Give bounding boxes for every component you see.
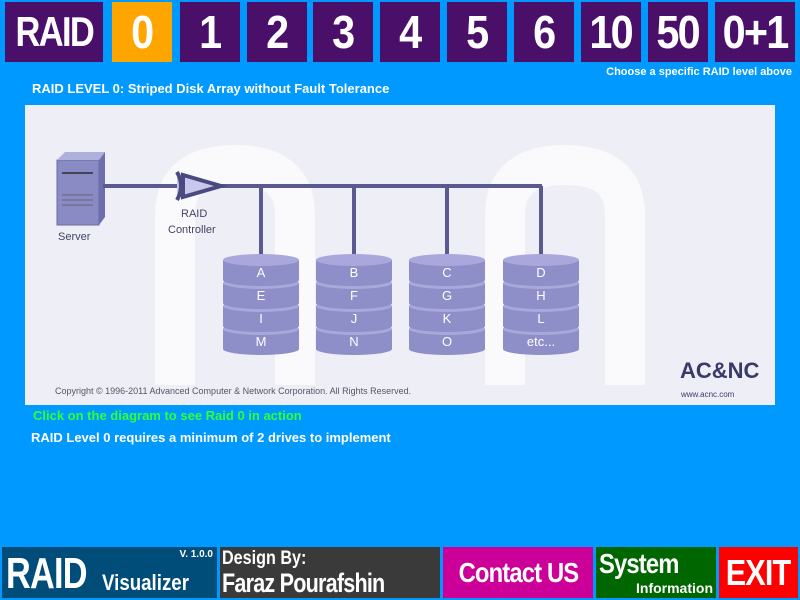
raid-level-3-button[interactable]: 3 bbox=[313, 2, 373, 62]
data-block: N bbox=[349, 334, 358, 349]
data-block: O bbox=[442, 334, 452, 349]
raid-level-50-button[interactable]: 50 bbox=[648, 2, 708, 62]
data-block: H bbox=[536, 288, 545, 303]
data-block: B bbox=[350, 265, 359, 280]
app-sub: Visualizer bbox=[102, 570, 189, 595]
contact-us-button[interactable]: Contact US bbox=[443, 547, 593, 598]
raid-level-label: 3 bbox=[332, 6, 355, 58]
raid-level-label: 10 bbox=[589, 6, 634, 58]
copyright: Copyright © 1996-2011 Advanced Computer … bbox=[55, 386, 411, 396]
data-block: A bbox=[257, 265, 266, 280]
acnc-url: www.acnc.com bbox=[680, 390, 735, 399]
data-block: M bbox=[256, 334, 267, 349]
raid-level-0-plus-1-button[interactable]: 0+1 bbox=[715, 2, 795, 62]
data-block: F bbox=[350, 288, 358, 303]
raid-visualizer-logo: RAID Visualizer V. 1.0.0 bbox=[2, 547, 217, 598]
data-block: E bbox=[257, 288, 266, 303]
raid-controller-icon bbox=[175, 171, 229, 201]
server-label: Server bbox=[58, 231, 91, 243]
data-block: D bbox=[536, 265, 545, 280]
diagram-click-hint: Click on the diagram to see Raid 0 in ac… bbox=[33, 408, 302, 423]
information-label: Information bbox=[636, 580, 713, 596]
raid-title-label: RAID bbox=[15, 8, 94, 55]
raid-level-label: 50 bbox=[656, 6, 701, 58]
page-title: RAID LEVEL 0: Striped Disk Array without… bbox=[32, 81, 390, 96]
raid-level-label: 0 bbox=[131, 6, 154, 58]
raid-level-5-button[interactable]: 5 bbox=[447, 2, 507, 62]
requirement-text: RAID Level 0 requires a minimum of 2 dri… bbox=[31, 430, 391, 445]
design-by-panel: Design By: Faraz Pourafshin bbox=[220, 547, 440, 598]
acnc-logo: AC&NC bbox=[680, 358, 760, 383]
raid-level-label: 4 bbox=[399, 6, 422, 58]
raid-level-label: 1 bbox=[199, 6, 222, 58]
disk-4: etc... LHD bbox=[503, 254, 579, 355]
data-block: J bbox=[351, 311, 358, 326]
system-information-button[interactable]: System Information bbox=[596, 547, 716, 598]
author-name: Faraz Pourafshin bbox=[222, 568, 385, 598]
raid-level-label: 6 bbox=[533, 6, 556, 58]
data-block: etc... bbox=[527, 334, 555, 349]
contact-us-label: Contact US bbox=[458, 556, 579, 588]
controller-label-1: RAID bbox=[181, 208, 207, 220]
exit-button[interactable]: EXIT bbox=[719, 547, 798, 598]
exit-label: EXIT bbox=[726, 551, 791, 593]
version: V. 1.0.0 bbox=[179, 549, 213, 560]
controller-label-2: Controller bbox=[168, 224, 216, 236]
raid-level-label: 5 bbox=[466, 6, 489, 58]
raid-title-button[interactable]: RAID bbox=[5, 2, 103, 62]
design-by-label: Design By: bbox=[222, 548, 307, 569]
raid-level-label: 2 bbox=[266, 6, 289, 58]
raid-level-10-button[interactable]: 10 bbox=[581, 2, 641, 62]
system-label: System bbox=[599, 548, 679, 579]
raid-level-4-button[interactable]: 4 bbox=[380, 2, 440, 62]
level-hint: Choose a specific RAID level above bbox=[606, 66, 792, 78]
raid-level-6-button[interactable]: 6 bbox=[514, 2, 574, 62]
data-block: K bbox=[443, 311, 452, 326]
data-block: L bbox=[537, 311, 544, 326]
data-block: C bbox=[442, 265, 451, 280]
raid-level-2-button[interactable]: 2 bbox=[247, 2, 307, 62]
data-block: G bbox=[442, 288, 452, 303]
raid-level-label: 0+1 bbox=[722, 6, 790, 58]
raid-level-0-button[interactable]: 0 bbox=[112, 2, 172, 62]
data-block: I bbox=[259, 311, 263, 326]
app-name: RAID bbox=[6, 549, 88, 598]
server-icon bbox=[56, 152, 105, 226]
raid-level-1-button[interactable]: 1 bbox=[180, 2, 240, 62]
